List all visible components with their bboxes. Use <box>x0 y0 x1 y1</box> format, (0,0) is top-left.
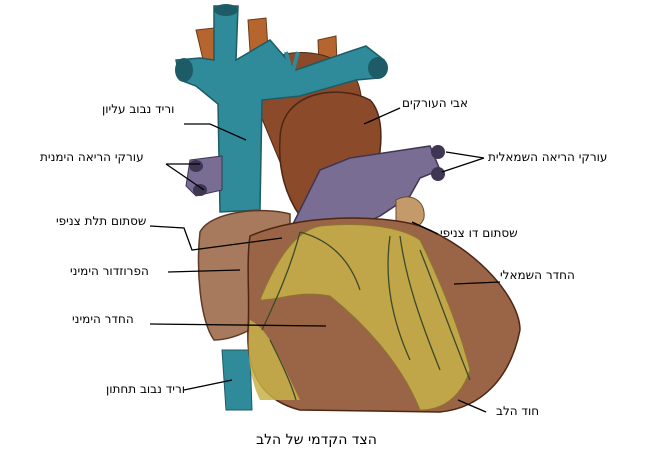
inferior-vena-cava-shape <box>221 349 253 411</box>
left-pulmonary-opening-lower <box>431 167 445 181</box>
leader-lines <box>149 107 501 413</box>
leader-right-pulmonary <box>165 163 205 191</box>
label-left-pulmonary-arteries: עורקי הריאה השמאלית <box>488 150 608 164</box>
label-right-ventricle: החדר הימיני <box>72 312 134 326</box>
leader-aorta <box>363 107 401 125</box>
leader-mitral <box>411 221 439 235</box>
leader-superior-vena-cava <box>184 123 247 141</box>
label-tricuspid-valve: שסתום תלת צניפי <box>56 214 147 228</box>
coronary-vessel-4 <box>299 231 361 291</box>
leader-tricuspid <box>149 225 283 251</box>
coronary-vessel-1 <box>261 231 301 331</box>
leader-left-pulmonary <box>441 151 485 173</box>
leader-right-ventricle <box>149 323 327 327</box>
label-left-ventricle: החדר השמאלי <box>500 268 575 282</box>
label-aorta: אבי העורקים <box>402 96 469 110</box>
coronary-vessels <box>261 231 471 401</box>
vein-opening-left <box>175 58 193 82</box>
label-inferior-vena-cava: וריד נבוב תחתון <box>106 382 186 396</box>
leader-inferior-vena-cava <box>183 379 233 391</box>
coronary-vessel-5 <box>419 249 471 381</box>
epicardial-fat-lower <box>248 320 300 400</box>
leader-right-atrium <box>167 269 241 273</box>
leader-left-ventricle <box>453 281 501 285</box>
label-right-pulmonary-arteries: עורקי הריאה הימנית <box>40 150 144 164</box>
coronary-vessel-2 <box>399 235 441 371</box>
leader-apex <box>457 399 487 413</box>
left-pulmonary-opening-upper <box>431 145 445 159</box>
label-superior-vena-cava: וריד נבוב עליון <box>102 102 175 116</box>
epicardial-fat-shape <box>259 224 471 411</box>
vein-opening-top <box>214 4 238 16</box>
coronary-vessel-3 <box>387 235 411 361</box>
label-right-atrium: הפרוזדור הימיני <box>70 264 149 278</box>
label-mitral-valve: שסתום דו צניפי <box>440 226 518 240</box>
right-pulmonary-opening-upper <box>189 160 203 172</box>
right-pulmonary-opening-lower <box>193 184 207 196</box>
vein-opening-right <box>368 57 388 79</box>
figure-caption: הצד הקדמי של הלב <box>256 432 377 448</box>
label-apex: חוד הלב <box>496 404 540 418</box>
coronary-vessel-6 <box>269 339 297 401</box>
azygos-vein-shape <box>284 51 300 82</box>
